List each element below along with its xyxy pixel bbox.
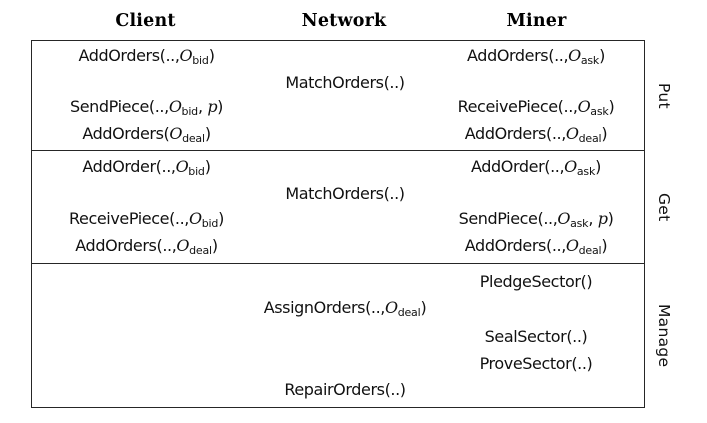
section-put: AddOrders(..,Obid) AddOrders(..,Oask) Matc… [32, 41, 644, 151]
miner-cell: ReceivePiece(..,Oask) [429, 97, 643, 118]
subscript: deal [182, 131, 205, 145]
table-row: MatchOrders(..) [32, 184, 644, 203]
api-call: ReceivePiece(..,Obid) [69, 209, 224, 230]
subscript: bid [181, 105, 199, 119]
script-o-symbol: O [568, 46, 581, 66]
section-get: AddOrder(..,Obid) AddOrder(..,Oask) MatchO… [32, 151, 644, 264]
client-cell: AddOrders(Odeal) [32, 124, 261, 145]
subscript: deal [578, 244, 602, 257]
table-row: MatchOrders(..) [32, 73, 644, 92]
api-call: AddOrders(..,Oask) [467, 46, 605, 68]
network-cell: MatchOrders(..) [261, 184, 429, 203]
subscript: ask [580, 54, 600, 68]
miner-cell: PledgeSector() [429, 272, 643, 291]
section-label-get-text: Get [655, 193, 673, 222]
script-o-symbol: O [175, 157, 189, 176]
api-call: SealSector(..) [484, 326, 588, 346]
table-row: PledgeSector() [32, 272, 644, 291]
api-call: AddOrders(..,Odeal) [464, 123, 608, 145]
section-label-get: Get [651, 151, 677, 264]
script-o-symbol: O [577, 97, 591, 117]
table-row: AddOrders(..,Odeal) AddOrders(..,Odeal) [32, 236, 644, 257]
network-cell: RepairOrders(..) [261, 380, 429, 399]
miner-cell: AddOrders(..,Oask) [429, 46, 643, 67]
table-row: SealSector(..) [32, 327, 644, 346]
subscript: bid [201, 217, 219, 230]
client-cell: AddOrders(..,Obid) [32, 46, 261, 67]
miner-cell: SealSector(..) [429, 327, 643, 346]
table-row: AddOrders(..,Obid) AddOrders(..,Oask) [32, 46, 644, 67]
api-call: AssignOrders(..,Odeal) [263, 298, 427, 320]
subscript: ask [576, 165, 596, 178]
miner-cell: SendPiece(..,Oask, p) [429, 209, 643, 230]
subscript: bid [192, 54, 209, 68]
api-call: SendPiece(..,Oask, p) [458, 209, 614, 230]
table-row: ReceivePiece(..,Obid) SendPiece(..,Oask, … [32, 209, 644, 230]
section-label-manage: Manage [651, 264, 677, 408]
miner-cell: ProveSector(..) [429, 354, 643, 373]
miner-cell: AddOrders(..,Odeal) [429, 124, 643, 145]
column-header-network: Network [301, 11, 387, 31]
client-cell: AddOrder(..,Obid) [32, 157, 261, 178]
section-label-put-text: Put [655, 82, 673, 109]
section-label-put: Put [651, 40, 677, 151]
script-o-symbol: O [565, 123, 579, 143]
api-call: RepairOrders(..) [284, 380, 406, 400]
miner-cell: AddOrder(..,Oask) [429, 157, 643, 178]
api-call: AddOrders(..,Odeal) [75, 236, 218, 257]
table-row: AddOrders(Odeal) AddOrders(..,Odeal) [32, 124, 644, 145]
script-o-symbol: O [188, 209, 202, 228]
script-o-symbol: O [176, 236, 190, 255]
api-call: MatchOrders(..) [285, 72, 405, 92]
script-o-symbol: O [168, 97, 182, 117]
section-manage: PledgeSector() AssignOrders(..,Odeal) Seal… [32, 264, 644, 407]
subscript: ask [570, 217, 589, 230]
subscript: ask [590, 105, 609, 119]
subscript: deal [578, 131, 602, 145]
column-header-miner: Miner [506, 11, 567, 31]
api-call: ReceivePiece(..,Oask) [457, 97, 615, 119]
api-call: AddOrder(..,Oask) [471, 157, 601, 178]
script-o-symbol: O [564, 157, 577, 176]
script-o-symbol: O [179, 46, 193, 66]
column-header-client: Client [115, 11, 176, 31]
api-call: SendPiece(..,Obid, p) [69, 97, 224, 119]
script-o-symbol: O [169, 123, 183, 143]
network-cell: MatchOrders(..) [261, 73, 429, 92]
api-call: MatchOrders(..) [285, 184, 405, 203]
script-o-symbol: O [565, 236, 579, 255]
api-call: AddOrders(Odeal) [82, 123, 211, 145]
subscript: bid [188, 165, 205, 178]
api-call: AddOrders(..,Odeal) [464, 236, 608, 257]
api-call: ProveSector(..) [479, 353, 593, 373]
table-row: ProveSector(..) [32, 354, 644, 373]
table-row: AddOrder(..,Obid) AddOrder(..,Oask) [32, 157, 644, 178]
script-o-symbol: O [384, 298, 398, 318]
table-box: AddOrders(..,Obid) AddOrders(..,Oask) Matc… [31, 40, 645, 408]
client-cell: ReceivePiece(..,Obid) [32, 209, 261, 230]
network-cell: AssignOrders(..,Odeal) [261, 298, 429, 319]
script-o-symbol: O [557, 209, 571, 228]
api-call: AddOrders(..,Obid) [78, 46, 215, 68]
client-cell: SendPiece(..,Obid, p) [32, 97, 261, 118]
table-row: AssignOrders(..,Odeal) [32, 298, 644, 319]
miner-cell: AddOrders(..,Odeal) [429, 236, 643, 257]
table-row: RepairOrders(..) [32, 380, 644, 399]
api-call: AddOrder(..,Obid) [82, 157, 211, 178]
section-label-manage-text: Manage [655, 304, 673, 368]
table-row: SendPiece(..,Obid, p) ReceivePiece(..,Oas… [32, 97, 644, 118]
subscript: deal [397, 306, 421, 320]
subscript: deal [189, 244, 212, 257]
client-cell: AddOrders(..,Odeal) [32, 236, 261, 257]
column-headers: Client Network Miner [31, 11, 645, 31]
api-call: PledgeSector() [479, 271, 593, 291]
